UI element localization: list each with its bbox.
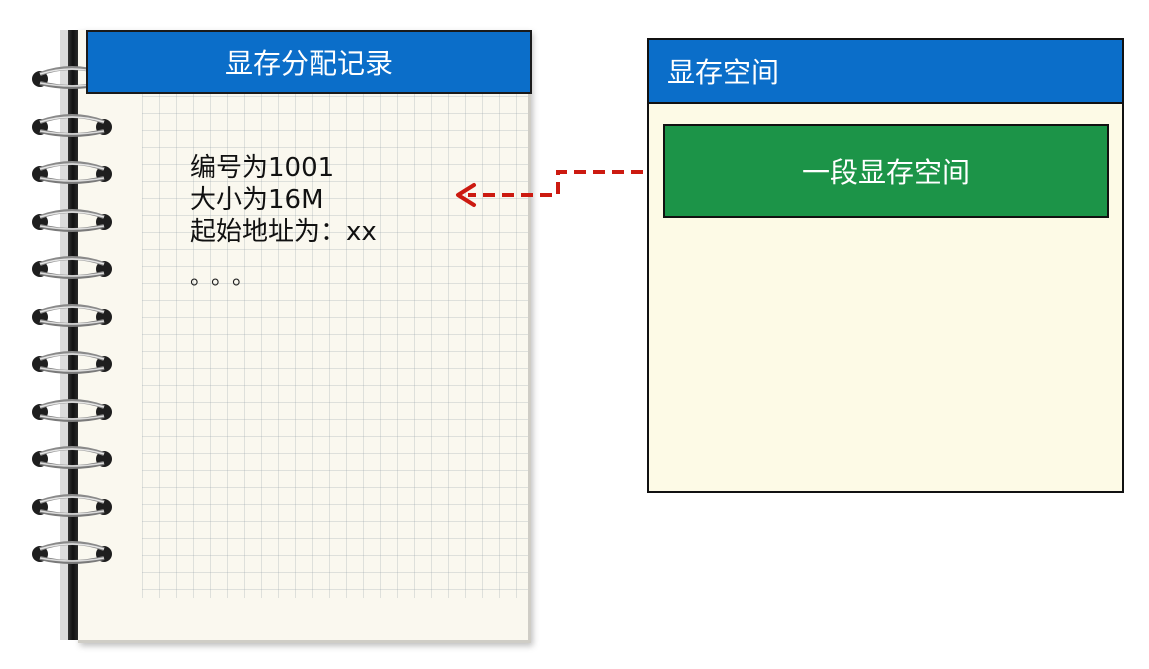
record-line-id: 编号为1001 (190, 153, 335, 183)
notebook-page (78, 30, 531, 643)
arrow-head (456, 183, 476, 207)
spiral-ring-icon (32, 541, 112, 564)
spiral-ring-icon (32, 161, 112, 184)
notebook-record-text: 编号为1001 大小为16M 起始地址为：xx 。。。 (190, 152, 490, 294)
memory-space-header: 显存空间 (649, 40, 1122, 104)
spiral-ring-icon (32, 493, 112, 517)
memory-segment-block: 一段显存空间 (663, 124, 1109, 218)
spiral-ring-icon (32, 303, 112, 327)
record-line-size: 大小为16M (190, 185, 324, 215)
spiral-ring-icon (32, 398, 112, 422)
notebook: 显存分配记录 编号为1001 大小为16M 起始地址为：xx 。。。 (30, 30, 532, 643)
memory-segment-label: 一段显存空间 (801, 156, 970, 189)
notebook-header: 显存分配记录 (86, 30, 532, 94)
record-line-address: 起始地址为：xx (190, 217, 377, 247)
memory-space-title: 显存空间 (667, 56, 780, 89)
dashed-arrow-icon (456, 170, 662, 207)
notebook-title: 显存分配记录 (224, 47, 393, 80)
spiral-ring-icon (32, 256, 112, 279)
memory-space-box: 显存空间 一段显存空间 (647, 38, 1124, 493)
spiral-ring-icon (32, 208, 112, 232)
notebook-spine-edge (60, 30, 68, 640)
spiral-ring-icon (32, 113, 112, 137)
spiral-ring-icon (32, 351, 112, 374)
notebook-spine (68, 30, 78, 640)
spiral-ring-icon (32, 446, 112, 469)
record-ellipsis: 。。。 (190, 265, 265, 290)
arrow-path (468, 170, 662, 197)
